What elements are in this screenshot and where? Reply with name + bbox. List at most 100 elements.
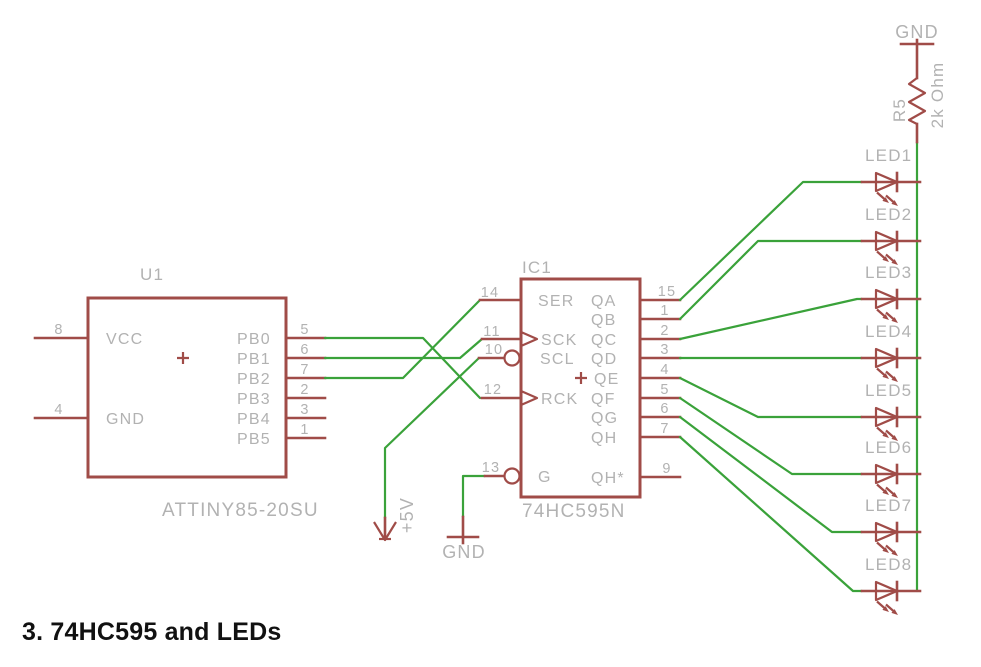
ic1-pin-qg-name: QG [591,410,618,427]
ic1-pin-qg-number: 6 [660,401,669,417]
led-3-label: LED3 [865,263,912,282]
ic1-body [519,277,642,499]
nets-u1-to-ic1 [323,298,487,520]
led-1-arrowhead-a [882,197,889,203]
net-pb0-to-rck [323,336,482,400]
led-2-diode-icon [874,230,899,252]
u1-body [86,296,288,479]
led-1-diode-icon [874,171,899,193]
u1-pin-pb3-number: 2 [300,382,309,398]
led-8-label: LED8 [865,555,912,574]
led-6-arrowhead-a [882,489,889,495]
led-7-arrowhead-b [891,550,898,556]
led-4-arrowhead-b [891,376,898,382]
ic1-pin-qc-name: QC [591,332,617,349]
u1-pin-pb1-name: PB1 [237,351,271,368]
ic1-pin-g-name: G [538,469,552,486]
net-qa-led1 [678,180,864,302]
u1-pin-pb0-number: 5 [300,322,309,338]
led-4-label: LED4 [865,322,912,341]
ic1-pin-ser-name: SER [538,293,575,310]
ic1-pin-g-number: 13 [482,460,501,476]
led-8-arrowhead-b [891,609,898,615]
ic1-pin-qhstar-name: QH* [591,470,625,487]
ic1-pin-g-inverter-bubble-icon [503,467,521,485]
led-8-diode-icon [874,580,899,602]
led-5-diode-icon [874,406,899,428]
ground-bottom: GND [442,515,486,562]
ic1-pin-qd-name: QD [591,351,617,368]
ic1-value-label: 74HC595N [522,501,626,522]
ic1-pin-sck-number: 11 [483,324,500,340]
led-2-arrowhead-a [882,256,889,262]
led-4: LED4 [860,322,922,382]
gnd-bottom-label: GND [442,542,486,562]
net-qb-led2 [678,239,864,321]
led-2-arrowhead-b [891,259,898,265]
ic1-pin-rck-name: RCK [541,391,578,408]
ic1-pin-ser-number: 14 [481,285,500,301]
led-1-label: LED1 [865,146,912,165]
component-ic1: IC1 74HC595N 14 SER 11 SCK 10 SCL 12 RCK… [477,258,682,522]
resistor-ref-label: R5 [890,98,909,122]
u1-pin-pb4-number: 3 [300,402,309,418]
net-qf-led6 [678,396,864,476]
net-pb2-to-ser [323,298,482,380]
ic1-pin-qh-number: 7 [660,421,669,437]
led-5-arrowhead-a [882,432,889,438]
u1-pin-pb5-number: 1 [300,422,309,438]
ic1-pin-scl-number: 10 [485,342,504,358]
led-8-arrowhead-a [882,606,889,612]
ic1-pin-scl-inverter-bubble-icon [503,349,521,367]
ic1-pin-qh-name: QH [591,430,617,447]
net-pb1-to-sck [323,337,484,360]
led-3-arrowhead-b [891,317,898,323]
net-qh-led8 [678,435,864,593]
u1-pin-pb3-name: PB3 [237,391,271,408]
ic1-pin-sck-clock-icon [520,330,539,348]
ic1-pin-qf-number: 5 [660,382,669,398]
plus5v-label: +5V [397,497,417,533]
u1-ref-label: U1 [140,265,164,284]
led-5: LED5 [860,381,922,441]
ic1-pin-qhstar-number: 9 [662,461,671,477]
page-title: 3. 74HC595 and LEDs [22,618,281,646]
led-2-emission-arrows-icon [876,250,895,263]
led-7-emission-arrows-icon [876,541,895,554]
ic1-pin-qf-name: QF [591,391,616,408]
led-6-diode-icon [874,463,899,485]
ic1-pin-qe-number: 4 [660,362,669,378]
supply-plus5v: +5V [373,497,417,542]
ic1-pin-qa-name: QA [591,293,617,310]
ic1-pin-rck-number: 12 [484,382,503,398]
led-2-label: LED2 [865,205,912,224]
led-7-diode-icon [874,521,899,543]
u1-pin-pb0-name: PB0 [237,331,271,348]
led-3: LED3 [860,263,922,323]
u1-pin-pb1-number: 6 [300,342,309,358]
led-5-emission-arrows-icon [876,426,895,439]
net-gnd-to-g [461,474,487,519]
led-4-emission-arrows-icon [876,367,895,380]
led-2: LED2 [860,205,922,265]
led-7-label: LED7 [865,496,912,515]
led-8-emission-arrows-icon [876,600,895,613]
nets-ic1-to-leds [678,140,919,593]
ic1-pin-qc-number: 2 [660,323,669,339]
led-1-arrowhead-b [891,200,898,206]
ic1-pin-rck-clock-icon [520,389,539,407]
ground-top-and-resistor: GND R5 2k Ohm [890,22,947,144]
u1-value-label: ATTINY85-20SU [162,500,319,521]
gnd-top-label: GND [895,22,939,42]
u1-pin-pb2-name: PB2 [237,371,271,388]
u1-pin-pb4-name: PB4 [237,411,271,428]
led-1: LED1 [860,146,922,206]
net-qe-led5 [678,376,864,419]
led-7-arrowhead-a [882,547,889,553]
resistor-zigzag-icon [907,77,927,125]
ic1-ref-label: IC1 [522,258,552,277]
u1-pin-vcc-name: VCC [106,331,143,348]
led-4-arrowhead-a [882,373,889,379]
